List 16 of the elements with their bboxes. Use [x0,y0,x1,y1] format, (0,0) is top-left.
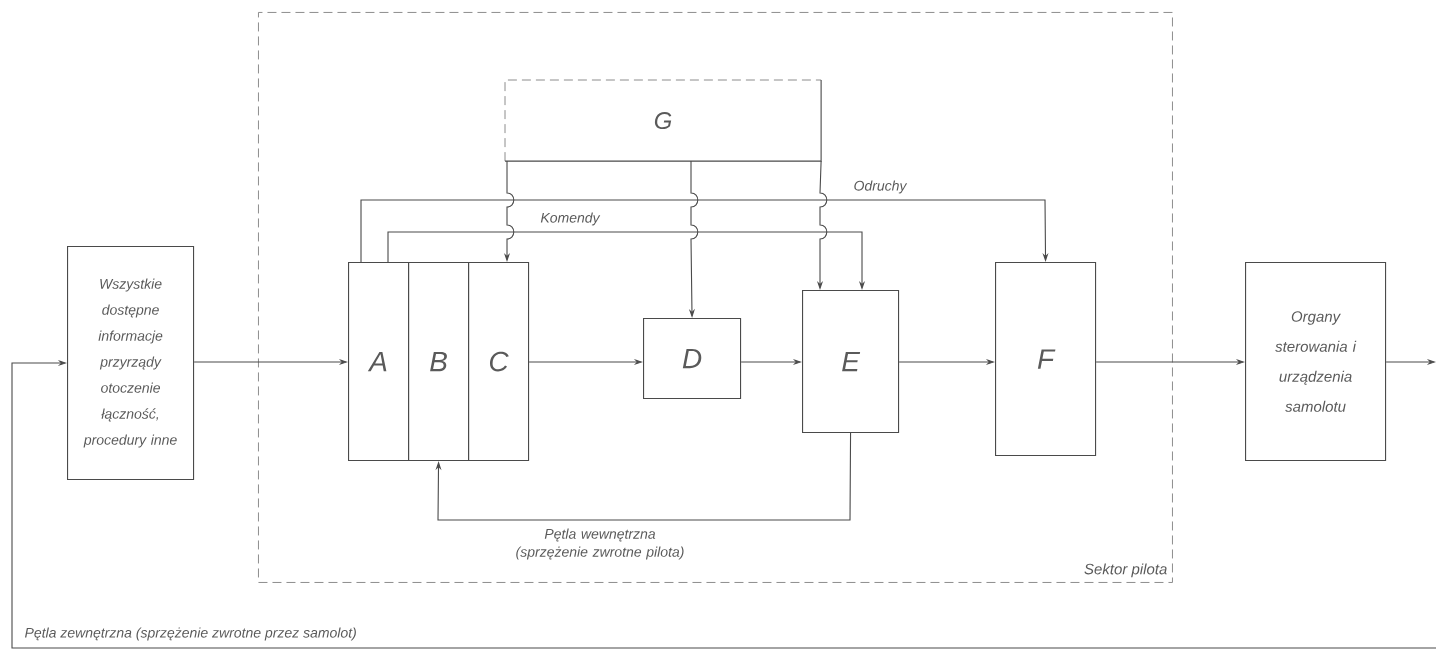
letter-box: E [802,290,900,434]
letter-box: C [468,262,530,462]
text-box: Wszystkie dostępne informacje przyrządy otoczenie łączność, procedury inne [67,246,195,481]
dashed-box: G [504,79,822,162]
edge-label: Pętla zewnętrzna (sprzężenie zwrotne przez samolot) [25,627,356,641]
edge-label: Komendy [540,212,601,226]
arrow [360,199,1049,263]
letter-box: D [643,318,742,400]
text-box: Organy sterowania i urządzenia samolotu [1245,262,1387,462]
arrow [435,432,852,521]
edge-label: Odruchy [854,180,908,194]
letter-box: F [995,262,1097,457]
letter-box: A [348,262,410,462]
arrow [11,360,1437,649]
edge-label: Pętla wewnętrzna (sprzężenie zwrotne pilota) [516,528,684,560]
letter-box: B [408,262,470,462]
